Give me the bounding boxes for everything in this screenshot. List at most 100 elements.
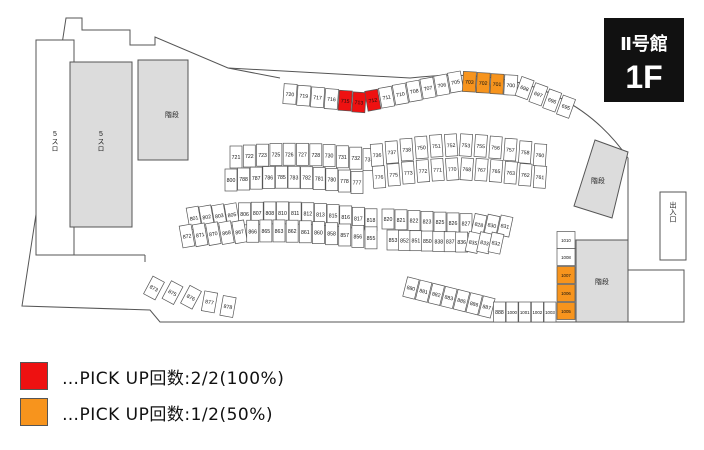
machine-771[interactable]: 771	[430, 157, 445, 182]
machine-805[interactable]: 805	[223, 202, 241, 227]
machine-866[interactable]: 866	[246, 219, 260, 243]
machine-1007[interactable]: 1007	[556, 266, 576, 284]
machine-1002[interactable]: 1002	[531, 301, 544, 323]
machine-777[interactable]: 777	[350, 171, 364, 194]
machine-713[interactable]: 713	[351, 91, 367, 114]
machine-736[interactable]: 736	[369, 143, 385, 167]
machine-783[interactable]: 783	[287, 165, 301, 189]
machine-728[interactable]: 728	[309, 143, 323, 167]
machine-707[interactable]: 707	[419, 76, 437, 100]
machine-1000[interactable]: 1000	[505, 301, 519, 323]
machine-821[interactable]: 821	[394, 209, 408, 231]
machine-768[interactable]: 768	[459, 157, 474, 181]
machine-820[interactable]: 820	[381, 208, 395, 230]
machine-708[interactable]: 708	[405, 79, 423, 103]
machine-737[interactable]: 737	[384, 140, 399, 164]
machine-827[interactable]: 827	[459, 213, 473, 235]
machine-831[interactable]: 831	[496, 214, 514, 238]
machine-767[interactable]: 767	[474, 157, 489, 182]
machine-861[interactable]: 861	[298, 220, 312, 244]
machine-803[interactable]: 803	[211, 203, 228, 228]
machine-701[interactable]: 701	[489, 73, 505, 95]
machine-832[interactable]: 832	[487, 231, 505, 255]
machine-787[interactable]: 787	[249, 166, 263, 190]
machine-811[interactable]: 811	[288, 201, 302, 225]
machine-873[interactable]: 873	[143, 275, 165, 301]
machine-720[interactable]: 720	[282, 83, 298, 105]
machine-863[interactable]: 863	[272, 219, 286, 243]
machine-1005[interactable]: 1005	[556, 302, 576, 320]
machine-758[interactable]: 758	[518, 140, 533, 164]
machine-732[interactable]: 732	[349, 146, 363, 170]
machine-1008[interactable]: 1008	[556, 248, 576, 266]
machine-837[interactable]: 837	[443, 231, 457, 253]
machine-700[interactable]: 700	[503, 74, 519, 96]
machine-882[interactable]: 882	[427, 282, 445, 306]
machine-883[interactable]: 883	[440, 285, 458, 310]
machine-870[interactable]: 870	[205, 221, 222, 246]
machine-867[interactable]: 867	[231, 219, 248, 245]
machine-727[interactable]: 727	[296, 142, 309, 166]
machine-702[interactable]: 702	[475, 72, 491, 94]
machine-800[interactable]: 800	[224, 168, 238, 192]
machine-775[interactable]: 775	[386, 162, 401, 187]
machine-730[interactable]: 730	[322, 144, 336, 167]
machine-878[interactable]: 878	[219, 295, 237, 318]
machine-717[interactable]: 717	[310, 86, 326, 109]
machine-698[interactable]: 698	[514, 76, 535, 101]
machine-780[interactable]: 780	[325, 168, 339, 192]
machine-776[interactable]: 776	[371, 165, 387, 189]
machine-880[interactable]: 880	[402, 276, 420, 300]
machine-887[interactable]: 887	[478, 295, 496, 319]
machine-756[interactable]: 756	[488, 135, 503, 160]
machine-738[interactable]: 738	[399, 137, 414, 162]
machine-696[interactable]: 696	[542, 88, 563, 113]
machine-755[interactable]: 755	[473, 134, 488, 158]
machine-1006[interactable]: 1006	[556, 284, 576, 302]
machine-722[interactable]: 722	[242, 144, 256, 168]
machine-823[interactable]: 823	[420, 210, 434, 232]
machine-773[interactable]: 773	[401, 160, 416, 185]
machine-760[interactable]: 760	[532, 143, 548, 167]
machine-1003[interactable]: 1003	[543, 301, 557, 323]
machine-750[interactable]: 750	[414, 135, 429, 160]
machine-881[interactable]: 881	[414, 279, 433, 303]
machine-860[interactable]: 860	[312, 221, 325, 244]
machine-1010[interactable]: 1010	[556, 231, 576, 249]
machine-753[interactable]: 753	[458, 133, 474, 157]
machine-731[interactable]: 731	[336, 145, 349, 169]
machine-875[interactable]: 875	[161, 280, 184, 305]
machine-857[interactable]: 857	[338, 223, 352, 247]
machine-705[interactable]: 705	[447, 70, 465, 94]
machine-850[interactable]: 850	[420, 230, 434, 252]
machine-772[interactable]: 772	[415, 159, 431, 183]
machine-782[interactable]: 782	[300, 166, 313, 190]
machine-862[interactable]: 862	[285, 219, 299, 243]
machine-757[interactable]: 757	[503, 137, 518, 162]
machine-710[interactable]: 710	[391, 82, 409, 106]
machine-865[interactable]: 865	[259, 219, 273, 243]
machine-726[interactable]: 726	[282, 142, 296, 166]
machine-751[interactable]: 751	[429, 134, 444, 158]
machine-788[interactable]: 788	[237, 167, 250, 191]
machine-808[interactable]: 808	[263, 201, 277, 225]
machine-858[interactable]: 858	[325, 222, 338, 246]
machine-868[interactable]: 868	[218, 220, 235, 245]
machine-761[interactable]: 761	[532, 165, 548, 189]
machine-826[interactable]: 826	[446, 212, 460, 234]
machine-711[interactable]: 711	[378, 85, 396, 109]
machine-825[interactable]: 825	[433, 211, 447, 233]
machine-852[interactable]: 852	[398, 229, 411, 251]
machine-695[interactable]: 695	[556, 94, 576, 119]
machine-1001[interactable]: 1001	[518, 301, 532, 323]
machine-853[interactable]: 853	[386, 229, 400, 251]
machine-762[interactable]: 762	[518, 162, 533, 187]
machine-763[interactable]: 763	[503, 160, 518, 185]
machine-781[interactable]: 781	[312, 167, 326, 190]
machine-712[interactable]: 712	[364, 88, 382, 112]
machine-703[interactable]: 703	[462, 71, 477, 93]
machine-885[interactable]: 885	[452, 289, 471, 313]
machine-838[interactable]: 838	[432, 231, 446, 252]
machine-872[interactable]: 872	[178, 223, 196, 249]
machine-855[interactable]: 855	[364, 226, 378, 250]
